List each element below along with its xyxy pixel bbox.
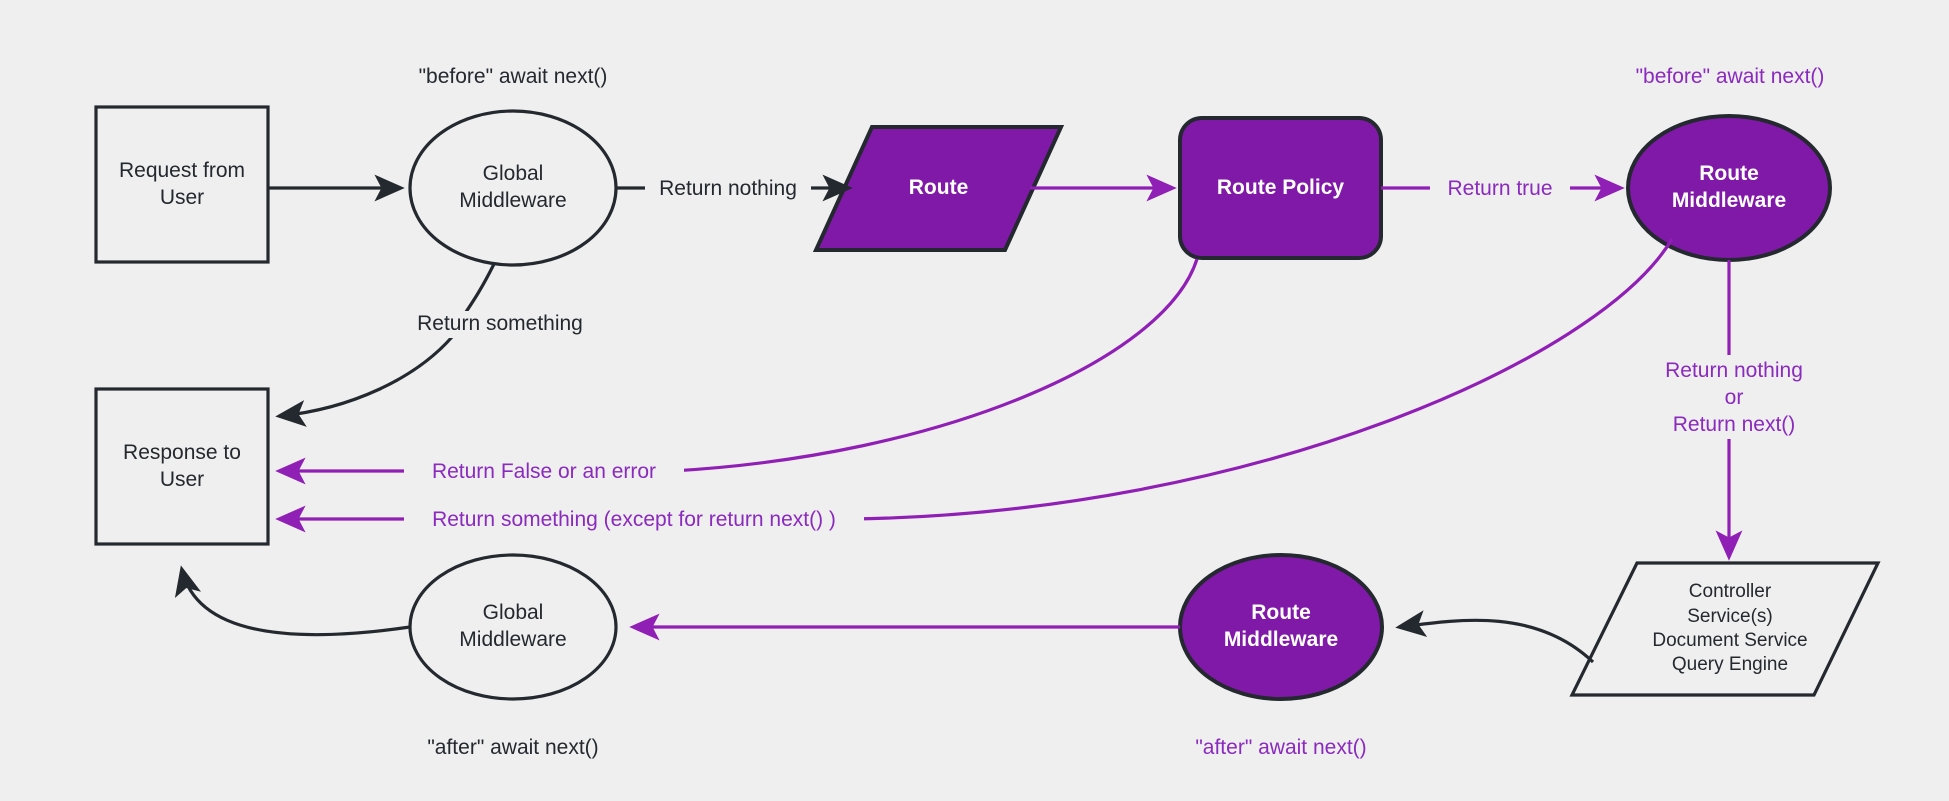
- edge-global-middleware-to-response-lower: [275, 335, 454, 427]
- node-global-middleware-bottom: [408, 553, 618, 701]
- edge-route-policy-to-response-curve: [671, 258, 1199, 473]
- edge-global-middleware-bottom-to-response: [174, 565, 411, 637]
- node-route: [812, 125, 1065, 252]
- edge-route-middleware-to-response-curve: [849, 238, 1674, 521]
- node-route-middleware-top: [1626, 114, 1832, 262]
- node-controller-services: [1569, 561, 1881, 697]
- node-response-to-user: [94, 387, 270, 546]
- node-route-policy: [1178, 116, 1383, 260]
- edge-controller-to-route-middleware-bottom: [1395, 610, 1595, 664]
- edge-global-middleware-to-response-upper: [462, 263, 496, 316]
- node-route-middleware-bottom: [1178, 553, 1384, 701]
- node-global-middleware-top: [408, 109, 618, 267]
- node-request-from-user: [94, 105, 270, 264]
